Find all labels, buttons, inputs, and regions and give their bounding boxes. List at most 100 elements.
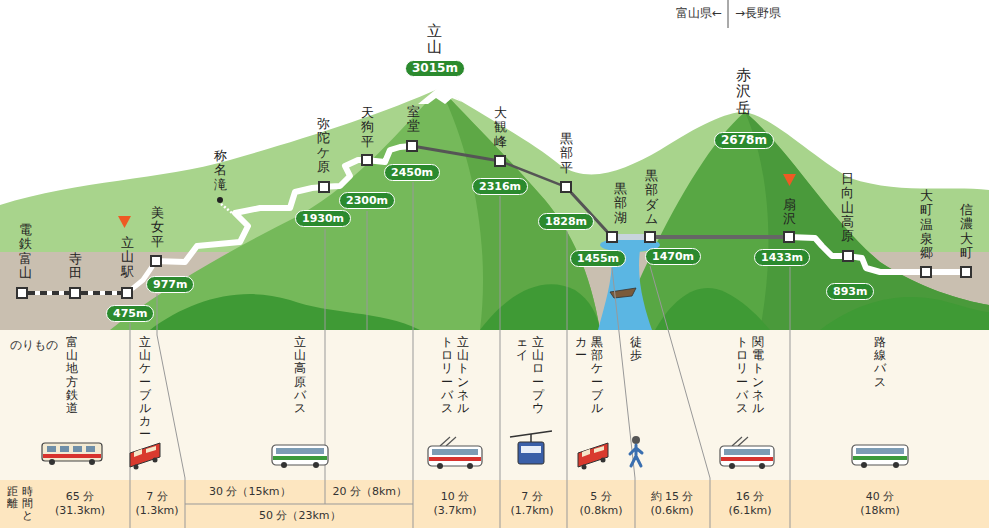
station-name: 寺田: [68, 252, 82, 282]
marker-triangle: [118, 216, 131, 228]
train-icon: [73, 446, 82, 452]
ropeway-icon: [510, 431, 552, 464]
peak-elevation: 3015m: [412, 61, 458, 75]
elevation-pill: 1433m: [754, 249, 810, 266]
station-marker: 弥陀ケ原1930m: [318, 181, 330, 193]
route-line: [854, 257, 920, 272]
time-distance: 約 15 分 (0.6km): [642, 490, 702, 518]
vehicle-name: 路線バス: [874, 336, 887, 390]
elevation-pill: 1455m: [570, 250, 626, 267]
landscape-illustration: [578, 443, 608, 470]
station-marker: 黒部平1828m: [560, 181, 572, 193]
ropeway-icon: [530, 434, 532, 442]
route-line: [330, 160, 361, 187]
front-hill: [480, 284, 600, 330]
elevation-pill: 893m: [826, 283, 874, 300]
station-name: 大町温泉郷: [919, 189, 933, 262]
station-name: 美女平: [150, 206, 164, 250]
station-name: 信濃大町: [959, 203, 973, 262]
elevation-pill: 1930m: [295, 210, 351, 227]
waterfall-path: [221, 204, 232, 213]
table-ground: [0, 330, 989, 480]
akazawa-mountain: [618, 112, 989, 330]
vehicle-name: 富山地方鉄道: [66, 336, 79, 417]
station-name: 日向山高原: [840, 172, 854, 245]
time-strip: [0, 480, 989, 528]
walker-icon: [630, 445, 642, 466]
akazawa-shade: [745, 112, 989, 330]
route-line: [28, 291, 69, 295]
leader-lines: [130, 323, 131, 528]
time-distance: 65 分 (31.3km): [51, 490, 109, 518]
leader-lines: [790, 267, 791, 528]
station-marker: 美女平977m: [150, 255, 162, 267]
time-distance: 7 分 (1.3km): [131, 490, 183, 518]
route-connector: [854, 257, 920, 272]
station-name: 室堂: [406, 105, 420, 135]
leader-lines: [500, 196, 501, 528]
landscape-illustration: [852, 445, 908, 468]
station-name: 黒部平: [559, 132, 573, 176]
station-name: 電鉄富山: [18, 223, 32, 282]
station-marker: 日向山高原893m: [842, 250, 854, 262]
route-connector: [330, 160, 361, 187]
route-connector: [418, 147, 494, 160]
peak-elevation-pill: 2678m赤沢岳: [714, 132, 774, 149]
time-distance: 20 分（8km）: [333, 485, 408, 499]
train-icon: [42, 443, 102, 461]
row-header: 時間と距離: [7, 486, 34, 524]
route-connector: [373, 147, 406, 163]
train-icon: [89, 459, 95, 465]
route-line: [932, 269, 960, 275]
route-connector: [28, 293, 69, 294]
station-marker: 黒部湖1455m: [606, 231, 618, 243]
route-line: [81, 291, 121, 295]
waterfall-dot: [217, 197, 223, 203]
station-name: 黒部ダム: [644, 169, 658, 228]
vehicle-name: 立山ロープウェイ: [516, 336, 545, 417]
leader-lines: [367, 211, 368, 330]
time-distance: 16 分 (6.1km): [722, 490, 778, 518]
time-distance: 10 分 (3.7km): [427, 490, 483, 518]
station-name: 扇沢: [782, 198, 796, 228]
vehicle-name: 関電トンネルトロリーバス: [736, 336, 765, 417]
station-marker: 黒部ダム1470m: [644, 231, 656, 243]
time-distance: 50 分（23km）: [259, 509, 341, 523]
elevation-pill: 475m: [106, 305, 154, 322]
station-name: 天狗平: [360, 106, 374, 150]
station-name: 黒部湖: [613, 182, 627, 226]
route-line: [618, 234, 644, 240]
sky: [0, 0, 989, 330]
front-hill: [150, 294, 420, 330]
train-icon: [43, 454, 101, 458]
train-icon: [60, 446, 69, 452]
landscape-illustration: [130, 443, 160, 470]
route-connector: [932, 272, 960, 273]
leader-lines: [130, 182, 790, 528]
peak-elevation-pill: 3015m立山: [405, 60, 465, 77]
elevation-pill: 977m: [146, 276, 194, 293]
front-hill: [820, 297, 989, 330]
train-icon: [86, 446, 95, 452]
train-icon: [49, 459, 55, 465]
elevation-pill: 2450m: [384, 164, 440, 181]
route-line: [656, 235, 783, 239]
vehicle-name: 徒歩: [630, 336, 643, 364]
landscape-illustration: [720, 437, 774, 469]
time-distance: 5 分 (0.8km): [573, 490, 629, 518]
row-header: のりもの: [10, 338, 58, 353]
station-marker: 大観峰2316m: [494, 155, 506, 167]
prefecture-border: [728, 0, 729, 28]
station-marker: 寺田: [69, 287, 81, 299]
elevation-pill: 1470m: [645, 248, 701, 265]
elevation-pill: 1828m: [538, 213, 594, 230]
route-line: [81, 291, 121, 295]
train-icon: [47, 446, 56, 452]
landscape-illustration: [272, 445, 328, 468]
station-marker: 天狗平2300m: [361, 154, 373, 166]
leader-lines: [612, 268, 635, 528]
vehicle-name: 立山高原バス: [294, 336, 307, 417]
station-name: 立山駅: [120, 236, 134, 280]
train-icon: [42, 443, 102, 465]
